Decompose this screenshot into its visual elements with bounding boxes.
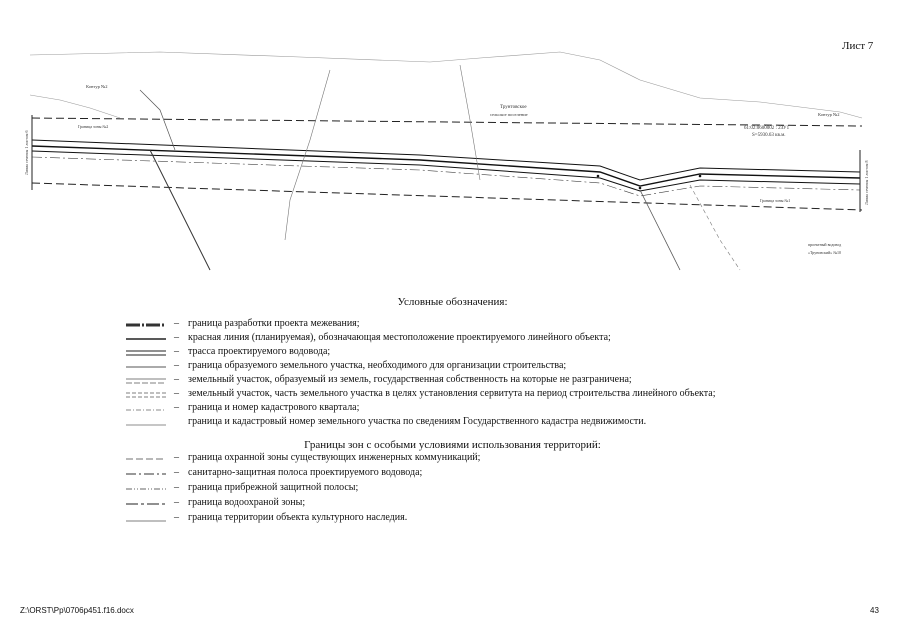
map-label-left-vertical: Линия сечения 1 листом 6 bbox=[24, 131, 29, 175]
footer-file-path: Z:\ORST\Pp\0706p451.f16.docx bbox=[20, 606, 134, 615]
map-road-5 bbox=[639, 189, 681, 271]
map-point bbox=[698, 174, 702, 178]
map-point bbox=[596, 174, 600, 178]
line-sample-water-zone bbox=[126, 503, 166, 505]
legend-item: – трасса проектируемого водовода; bbox=[126, 346, 806, 360]
map-point bbox=[638, 186, 642, 190]
map-corridor-4 bbox=[31, 156, 861, 197]
map-label-settlement2: сельское поселение bbox=[490, 112, 528, 117]
legend-item: – граница и номер кадастрового квартала; bbox=[126, 402, 806, 416]
legend-item: – граница образуемого земельного участка… bbox=[126, 360, 806, 374]
map-corridor-3 bbox=[31, 150, 861, 192]
map-label-kontur-right: Контур №2 bbox=[818, 112, 840, 117]
zones-title: Границы зон с особыми условиями использо… bbox=[304, 439, 601, 451]
map-label-cadastre: 61:02:0600002 : 2ЗУ1 bbox=[744, 126, 790, 131]
line-sample-plot-boundary bbox=[126, 366, 166, 368]
page-number: 43 bbox=[870, 606, 879, 615]
map-label-protect-right: Граница зоны №1 bbox=[760, 198, 790, 203]
zone-item: – граница водоохраной зоны; bbox=[126, 497, 806, 511]
map-dashed-line-1 bbox=[31, 117, 863, 127]
line-sample-red-line bbox=[126, 338, 166, 340]
zone-item: – граница охранной зоны существующих инж… bbox=[126, 452, 806, 466]
zone-item: – санитарно-защитная полоса проектируемо… bbox=[126, 467, 806, 481]
map-road-1 bbox=[149, 149, 211, 271]
map-corridor-1 bbox=[31, 139, 861, 181]
map-curve-left bbox=[29, 94, 121, 119]
map-label-kontur-left: Контур №2 bbox=[86, 84, 108, 89]
zone-item: – граница прибрежной защитной полосы; bbox=[126, 482, 806, 496]
map-road-3 bbox=[284, 69, 331, 241]
sheet-number: Лист 7 bbox=[842, 40, 874, 52]
legend-item: граница и кадастровый номер земельного у… bbox=[126, 416, 806, 430]
zone-item: – граница территории объекта культурного… bbox=[126, 512, 806, 526]
map-road-4 bbox=[459, 64, 481, 181]
map-label-protect-left: Граница зоны №2 bbox=[78, 124, 108, 129]
line-sample-protection-zone bbox=[126, 458, 166, 460]
line-sample-servitude bbox=[126, 392, 166, 398]
line-sample-heritage bbox=[126, 520, 166, 522]
line-sample-project-boundary bbox=[126, 323, 166, 327]
cadastral-map: Трунтовское сельское поселение Контур №2… bbox=[24, 51, 869, 271]
map-label-ref-bottom2: «Труновский» №10 bbox=[808, 250, 841, 255]
map-label-right-vertical: Линия сечения 1 листом 8 bbox=[864, 161, 869, 205]
legend-item: – земельный участок, часть земельного уч… bbox=[126, 388, 806, 402]
line-sample-coastal-strip bbox=[126, 488, 166, 490]
legend-item: – земельный участок, образуемый из земел… bbox=[126, 374, 806, 388]
map-label-ref-bottom: проектный водовод bbox=[808, 242, 841, 247]
line-sample-state-land bbox=[126, 378, 166, 384]
map-road-2 bbox=[139, 89, 176, 151]
legend-item: – граница разработки проекта межевания; bbox=[126, 318, 806, 332]
line-sample-pipeline bbox=[126, 350, 166, 356]
legend-title: Условные обозначения: bbox=[397, 296, 508, 308]
map-dashed-line-2 bbox=[31, 182, 863, 211]
map-road-6 bbox=[689, 184, 741, 271]
line-sample-sanitary-strip bbox=[126, 473, 166, 475]
line-sample-cadastral-plot bbox=[126, 424, 166, 426]
map-label-area: S=5930.63 кв.м. bbox=[752, 133, 786, 138]
map-corridor-2 bbox=[31, 145, 861, 187]
legend-item: – красная линия (планируемая), обозначаю… bbox=[126, 332, 806, 346]
map-label-settlement: Трунтовское bbox=[500, 105, 527, 110]
line-sample-cadastral-quarter bbox=[126, 409, 166, 411]
map-boundary-top bbox=[29, 51, 863, 119]
